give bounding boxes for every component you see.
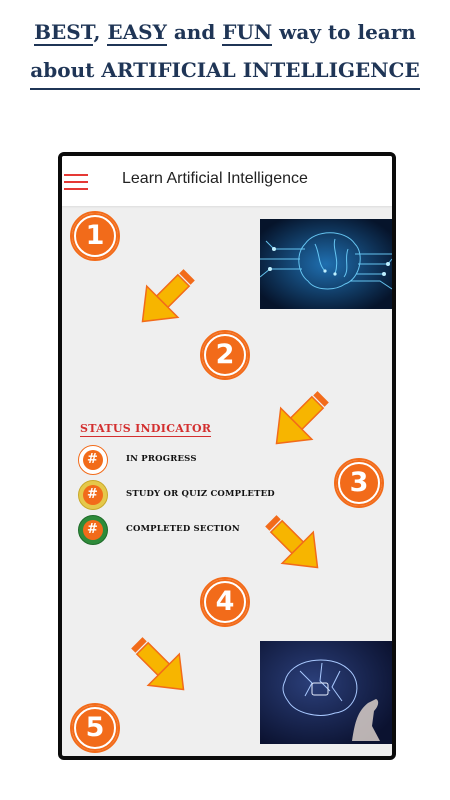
step-5-button[interactable]: 5 (70, 703, 120, 753)
headline-word-easy: EASY (107, 20, 167, 46)
step-3-button[interactable]: 3 (334, 458, 384, 508)
status-label-study-completed: STUDY OR QUIZ COMPLETED (126, 489, 275, 499)
status-label-in-progress: IN PROGRESS (126, 454, 197, 464)
step-2-button[interactable]: 2 (200, 330, 250, 380)
promo-headline: BEST, EASY and FUN way to learn about AR… (0, 14, 450, 90)
app-bar: Learn Artificial Intelligence (62, 156, 392, 206)
step-1-button[interactable]: 1 (70, 211, 120, 261)
status-indicator-title: STATUS INDICATOR (80, 422, 212, 437)
step-4-number: 4 (215, 586, 235, 617)
arrow-down-right-icon (141, 269, 195, 323)
ai-brain-hand-image (260, 641, 392, 744)
step-4-button[interactable]: 4 (200, 577, 250, 627)
headline-line-1: BEST, EASY and FUN way to learn (34, 14, 416, 50)
step-2-number: 2 (215, 339, 235, 370)
headline-word-fun: FUN (222, 20, 273, 46)
hamburger-menu-icon[interactable] (64, 174, 88, 190)
step-3-number: 3 (349, 467, 369, 498)
arrow-down-left-icon (265, 515, 319, 569)
headline-and: and (166, 20, 223, 44)
step-1-number: 1 (85, 220, 105, 251)
status-label-completed-section: COMPLETED SECTION (126, 524, 240, 534)
app-title: Learn Artificial Intelligence (122, 170, 308, 187)
circuit-brain-image (260, 219, 392, 309)
headline-comma: , (93, 20, 108, 44)
status-badge-study-completed: # (78, 480, 108, 510)
headline-line-2: about ARTIFICIAL INTELLIGENCE (30, 52, 420, 90)
status-row-completed-section: # COMPLETED SECTION (78, 515, 298, 545)
headline-tail: way to learn (272, 20, 416, 44)
headline-word-best: BEST (34, 20, 94, 46)
arrow-down-right-icon (275, 391, 329, 445)
phone-frame: Learn Artificial Intelligence (58, 152, 396, 760)
step-5-number: 5 (85, 712, 105, 743)
status-row-study-completed: # STUDY OR QUIZ COMPLETED (78, 480, 298, 510)
status-badge-completed-section: # (78, 515, 108, 545)
arrow-down-left-icon (131, 637, 185, 691)
status-row-in-progress: # IN PROGRESS (78, 445, 298, 475)
status-badge-in-progress: # (78, 445, 108, 475)
